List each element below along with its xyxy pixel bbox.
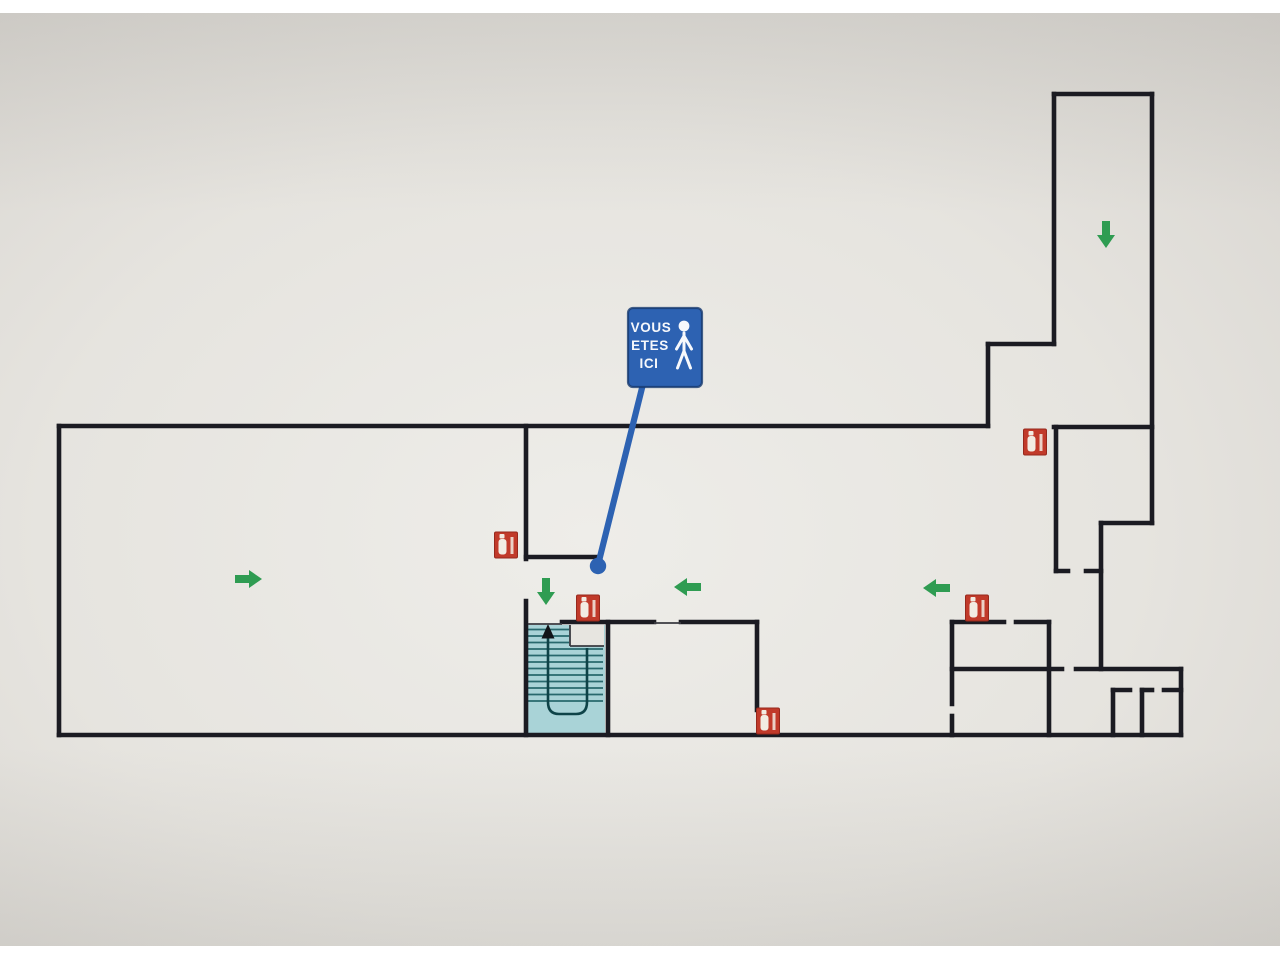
you-are-here-pointer-line	[595, 380, 647, 565]
you-are-here-dot	[589, 557, 607, 575]
fire-extinguisher-icon	[494, 531, 518, 559]
you-are-here-sign-border	[626, 306, 704, 389]
staircase	[528, 624, 605, 733]
fire-extinguisher-icon	[576, 594, 600, 622]
exit-direction-arrow-left	[674, 578, 701, 596]
fire-extinguishers	[494, 428, 1047, 735]
fire-extinguisher-icon	[1023, 428, 1047, 456]
paper-shading-top	[0, 13, 1280, 213]
fire-extinguisher-icon	[965, 594, 989, 622]
photo-bottom-border	[0, 946, 1280, 960]
person-icon	[675, 320, 693, 370]
stair-path-rail	[546, 633, 589, 716]
evacuation-arrows	[235, 221, 1115, 605]
exit-direction-arrow-right	[235, 570, 262, 588]
photo-top-border	[0, 0, 1280, 13]
exit-direction-arrow-left	[923, 579, 950, 597]
fire-extinguisher-icon	[756, 707, 780, 735]
exit-direction-arrow-down	[537, 578, 555, 605]
sign-line-3: ICI	[639, 356, 658, 371]
building-walls	[56, 91, 1184, 738]
stair-landing	[570, 625, 604, 646]
stair-up-arrow-icon	[541, 624, 555, 639]
sign-line-2: ETES	[631, 338, 669, 353]
you-are-here-sign: VOUS ETES ICI	[589, 306, 704, 575]
sign-line-1: VOUS	[631, 320, 672, 335]
exit-direction-arrow-down	[1097, 221, 1115, 248]
paper-shading-bottom	[0, 746, 1280, 946]
